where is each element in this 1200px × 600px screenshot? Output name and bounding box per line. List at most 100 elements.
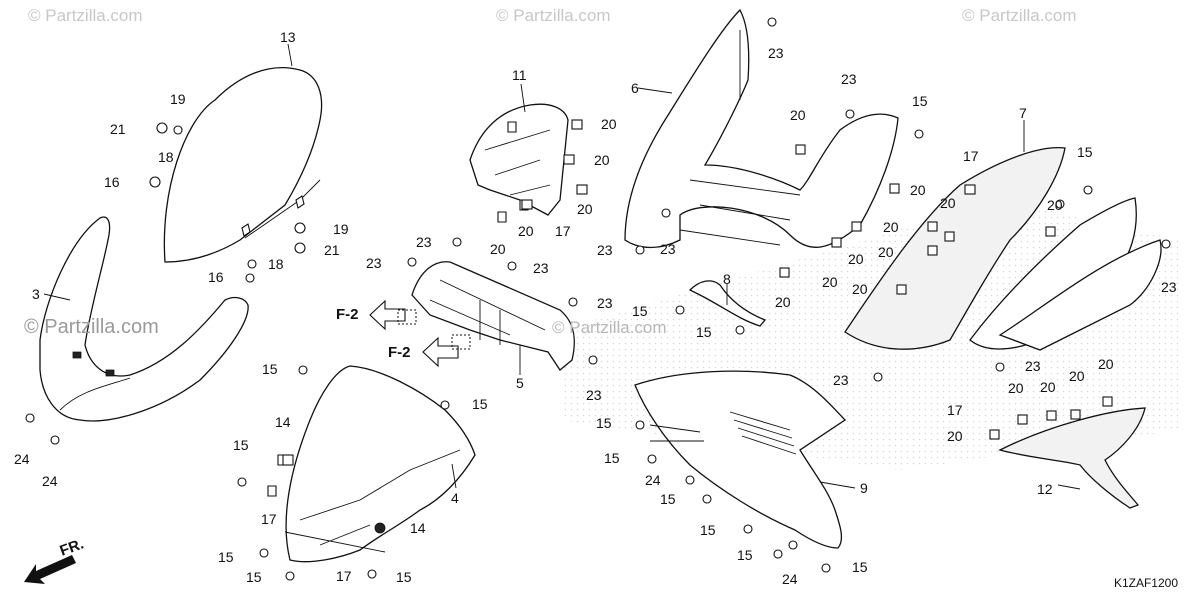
label-24b: 24 <box>42 473 58 489</box>
part-12-trim <box>998 407 1146 509</box>
label-20-3: 20 <box>577 201 593 217</box>
label-20-19: 20 <box>1008 380 1024 396</box>
label-23-11: 23 <box>1025 358 1041 374</box>
label-20-2: 20 <box>594 152 610 168</box>
label-17d: 17 <box>261 511 277 527</box>
part-6-inner-panel <box>624 8 899 249</box>
label-20-12: 20 <box>1047 197 1063 213</box>
label-20-1: 20 <box>601 116 617 132</box>
watermark-top-center: © Partzilla.com <box>496 6 611 25</box>
label-20-8: 20 <box>822 274 838 290</box>
part-7-side-cowl <box>844 146 1066 350</box>
watermark-top-left: © Partzilla.com <box>28 6 143 25</box>
label-20-13: 20 <box>883 219 899 235</box>
label-13: 13 <box>280 29 296 45</box>
front-arrow-label: FR. <box>58 536 87 560</box>
label-20-5: 20 <box>518 223 534 239</box>
part-13-windscreen <box>163 66 323 263</box>
label-15-6: 15 <box>472 396 488 412</box>
label-17b: 17 <box>963 148 979 164</box>
label-23-12: 23 <box>833 372 849 388</box>
label-24c: 24 <box>645 472 661 488</box>
label-16a: 16 <box>104 174 120 190</box>
label-3: 3 <box>32 286 40 302</box>
label-23-1: 23 <box>416 234 432 250</box>
label-18b: 18 <box>268 256 284 272</box>
label-23-4: 23 <box>597 295 613 311</box>
label-11: 11 <box>512 67 527 83</box>
label-15-11: 15 <box>596 415 612 431</box>
label-20-16: 20 <box>1098 356 1114 372</box>
f2-arrow-lower <box>422 336 459 368</box>
label-17e: 17 <box>336 568 352 584</box>
label-24d: 24 <box>782 571 798 587</box>
label-14b: 14 <box>410 520 426 536</box>
f2-arrow-upper <box>369 299 406 331</box>
label-9: 9 <box>860 480 868 496</box>
watermark-top-right: © Partzilla.com <box>962 6 1077 25</box>
label-15-13: 15 <box>660 491 676 507</box>
label-15-5: 15 <box>262 361 278 377</box>
label-23-6: 23 <box>768 45 784 61</box>
label-19b: 19 <box>333 221 349 237</box>
label-4: 4 <box>451 490 459 506</box>
label-15-7: 15 <box>233 437 249 453</box>
watermark-center-mid: © Partzilla.com <box>552 318 667 337</box>
label-23-9: 23 <box>597 242 613 258</box>
label-8: 8 <box>723 271 731 287</box>
part-11-bracket <box>469 103 569 216</box>
label-20-15: 20 <box>852 281 868 297</box>
clips <box>282 119 1113 466</box>
label-14a: 14 <box>275 414 291 430</box>
label-20-7: 20 <box>910 182 926 198</box>
part-4-center-cowl <box>285 365 476 563</box>
label-16b: 16 <box>208 269 224 285</box>
leader-lines <box>43 43 1081 553</box>
label-21b: 21 <box>324 242 340 258</box>
label-20-6: 20 <box>790 107 806 123</box>
label-15-10: 15 <box>396 569 412 585</box>
label-19a: 19 <box>170 91 186 107</box>
label-18a: 18 <box>158 149 174 165</box>
label-20-9: 20 <box>848 251 864 267</box>
label-20-14: 20 <box>878 244 894 260</box>
label-24a: 24 <box>14 451 30 467</box>
label-20-17: 20 <box>1069 368 1085 384</box>
part-9-lower-panel <box>634 370 847 549</box>
label-6: 6 <box>631 80 639 96</box>
label-20-11: 20 <box>940 195 956 211</box>
diagram-code: K1ZAF1200 <box>1113 576 1178 590</box>
label-15-9: 15 <box>246 569 262 585</box>
watermark-left-mid: © Partzilla.com <box>24 316 159 338</box>
label-15-15: 15 <box>737 547 753 563</box>
label-23-5: 23 <box>586 387 602 403</box>
label-23-3: 23 <box>533 260 549 276</box>
label-15-12: 15 <box>604 450 620 466</box>
label-20-18: 20 <box>1040 379 1056 395</box>
label-15-3: 15 <box>696 324 712 340</box>
label-23-8: 23 <box>660 241 676 257</box>
label-15-4: 15 <box>1077 144 1093 160</box>
label-15-14: 15 <box>700 522 716 538</box>
label-20-10: 20 <box>775 294 791 310</box>
label-23-7: 23 <box>841 71 857 87</box>
label-17c: 17 <box>947 402 963 418</box>
label-7: 7 <box>1019 105 1027 121</box>
part-3-front-cowl <box>39 216 249 422</box>
label-23-10: 23 <box>1161 279 1177 295</box>
fasteners <box>25 17 1171 581</box>
label-17a: 17 <box>555 223 571 239</box>
front-arrow-icon <box>24 555 76 584</box>
f2-label-upper: F-2 <box>336 306 359 323</box>
part-8-strip <box>688 280 767 327</box>
f2-label-lower: F-2 <box>388 344 411 361</box>
label-5: 5 <box>516 375 524 391</box>
label-15-1: 15 <box>912 93 928 109</box>
part-5-frame <box>411 261 575 371</box>
label-20-20: 20 <box>947 428 963 444</box>
label-12: 12 <box>1037 481 1053 497</box>
label-15-2: 15 <box>632 303 648 319</box>
label-21a: 21 <box>110 121 126 137</box>
label-15-16: 15 <box>852 559 868 575</box>
